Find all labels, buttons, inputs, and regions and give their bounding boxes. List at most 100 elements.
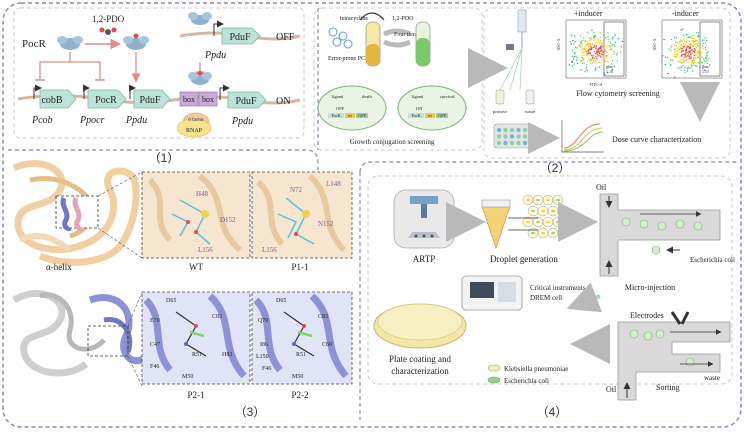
flow-plot-minus-inducer: -inducer gate 1.51 FITC-A SSC-A <box>652 9 723 87</box>
promoter-ppocr: Ppocr <box>79 115 105 126</box>
alpha-helix-label: α-helix <box>46 262 72 272</box>
cell-sorter-icon <box>495 9 535 105</box>
rnap-icon: σ factor RNAP <box>176 112 212 138</box>
error-pcr-label: Error-prone PCR <box>328 56 369 62</box>
svg-text:PduF: PduF <box>229 32 251 43</box>
svg-text:D65: D65 <box>166 298 176 304</box>
gene-pduf-on: PduF <box>227 91 267 109</box>
svg-text:Klebsiella pneumoniae: Klebsiella pneumoniae <box>504 365 568 373</box>
svg-text:ligand: ligand <box>412 94 424 99</box>
svg-text:+inducer: +inducer <box>574 9 603 18</box>
protein-structure-bottom <box>12 289 154 377</box>
artp-device-icon <box>393 189 455 249</box>
pdo-label-2: 1,2-PDO <box>392 16 414 22</box>
svg-text:1.51: 1.51 <box>702 69 709 74</box>
ecoli-top-label: Escherichia coli <box>690 256 735 264</box>
flow-scatter-1 <box>568 29 623 76</box>
svg-text:M50: M50 <box>292 374 303 380</box>
box-1 <box>179 91 199 107</box>
pocr-protein-icon-2 <box>188 12 212 25</box>
survival-selection-circle: ligand survival ON PocR GFP tet <box>397 85 467 131</box>
droplet-generation-label: Droplet generation <box>490 254 558 264</box>
svg-text:R51: R51 <box>296 352 306 358</box>
svg-text:PduF: PduF <box>235 96 257 107</box>
death-selection-circle: ligand death OFF PocR GFP tet <box>317 85 387 131</box>
gene-pduf: PduF <box>133 89 171 109</box>
promoter-pcob: Pcob <box>31 115 53 126</box>
panel-2: tetracycline 1,2-PDO Error-prone PCR Fou… <box>313 7 731 175</box>
svg-text:M50: M50 <box>182 374 193 380</box>
svg-text:C47: C47 <box>150 342 160 348</box>
p22-label: P2-2 <box>291 390 308 400</box>
svg-text:H83: H83 <box>222 352 232 358</box>
four-iterations-label: Four iterations <box>394 32 430 38</box>
svg-text:C83: C83 <box>212 314 222 320</box>
legend-ecoli: Escherichia coli <box>487 376 549 385</box>
svg-text:RNAP: RNAP <box>186 128 203 134</box>
culture-tube-2 <box>415 21 431 67</box>
divider-3 <box>359 161 738 173</box>
panel-3-label: （3） <box>235 405 266 419</box>
pocr-protein-icon <box>57 36 83 50</box>
promoter-ppdu-top: Ppdu <box>204 50 226 61</box>
growth-screening-label: Growth conjugation screening <box>350 138 435 146</box>
drem-instrument-icon <box>461 275 523 311</box>
plate-label-2: characterization <box>391 366 449 376</box>
svg-text:GFP: GFP <box>358 113 366 118</box>
divider-1 <box>8 149 319 170</box>
gene-cobb: cobB <box>39 89 77 109</box>
svg-text:I86: I86 <box>260 342 268 348</box>
svg-text:N72: N72 <box>290 186 303 194</box>
p22-structure-box: D65 C83 Q70 I86 R51 C60 F46 M50 L150 <box>251 291 353 385</box>
svg-text:PduF: PduF <box>139 95 161 106</box>
dose-curve-plot <box>561 120 604 153</box>
svg-text:H48: H48 <box>196 190 209 198</box>
svg-text:L150: L150 <box>256 354 269 360</box>
legend-klebsiella: Klebsiella pneumoniae <box>487 364 568 373</box>
svg-text:OFF: OFF <box>336 106 345 111</box>
gene-pocr: PocR <box>87 89 127 109</box>
sorting-label: Sorting <box>656 383 680 392</box>
panel-1-label: （1） <box>149 151 180 165</box>
svg-text:F46: F46 <box>150 364 159 370</box>
well-plate-icon <box>493 123 531 149</box>
electrodes-label: Electrodes <box>630 311 664 320</box>
alpha-helix-icon <box>60 196 84 231</box>
gene-pduf-off: PduF <box>221 27 261 45</box>
pdo-label-1: 1,2-PDO <box>92 14 125 24</box>
svg-text:-inducer: -inducer <box>672 9 699 18</box>
svg-text:D152: D152 <box>220 216 236 224</box>
drem-cell-label: DREM cell <box>530 294 562 302</box>
svg-text:SSC-A: SSC-A <box>556 39 561 50</box>
p11-label: P1-1 <box>291 262 308 272</box>
svg-text:ON: ON <box>416 106 423 111</box>
svg-text:R51: R51 <box>192 352 202 358</box>
svg-text:gate: gate <box>606 64 613 69</box>
box-2 <box>198 91 218 107</box>
pocr-activated-icon <box>188 70 212 85</box>
svg-text:F46: F46 <box>262 366 271 372</box>
droplet-grid <box>522 194 569 239</box>
svg-text:gate: gate <box>702 64 709 69</box>
pocr-label: PocR <box>22 38 47 50</box>
promoter-ppdu-on: Ppdu <box>231 116 253 127</box>
svg-text:C83: C83 <box>318 314 328 320</box>
svg-text:box: box <box>183 95 195 104</box>
svg-text:PocR: PocR <box>412 113 421 118</box>
oil-bottom-label: Oil <box>606 385 617 394</box>
microinjection-chip <box>599 193 721 277</box>
svg-text:death: death <box>362 94 372 99</box>
pocr-complex-icon <box>123 33 149 50</box>
svg-text:PocR: PocR <box>332 113 341 118</box>
dose-curve-label: Dose curve characterization <box>612 135 701 144</box>
p21-structure-box: D65 C83 E70 C47 R51 H83 F46 M50 <box>141 291 251 385</box>
svg-text:L156: L156 <box>198 246 213 254</box>
svg-text:ligand: ligand <box>332 94 344 99</box>
svg-text:L148: L148 <box>326 180 341 188</box>
p21-label: P2-1 <box>187 390 204 400</box>
sorting-chip <box>617 311 731 401</box>
svg-text:GFP: GFP <box>438 113 446 118</box>
promoter-ppdu: Ppdu <box>125 115 147 126</box>
